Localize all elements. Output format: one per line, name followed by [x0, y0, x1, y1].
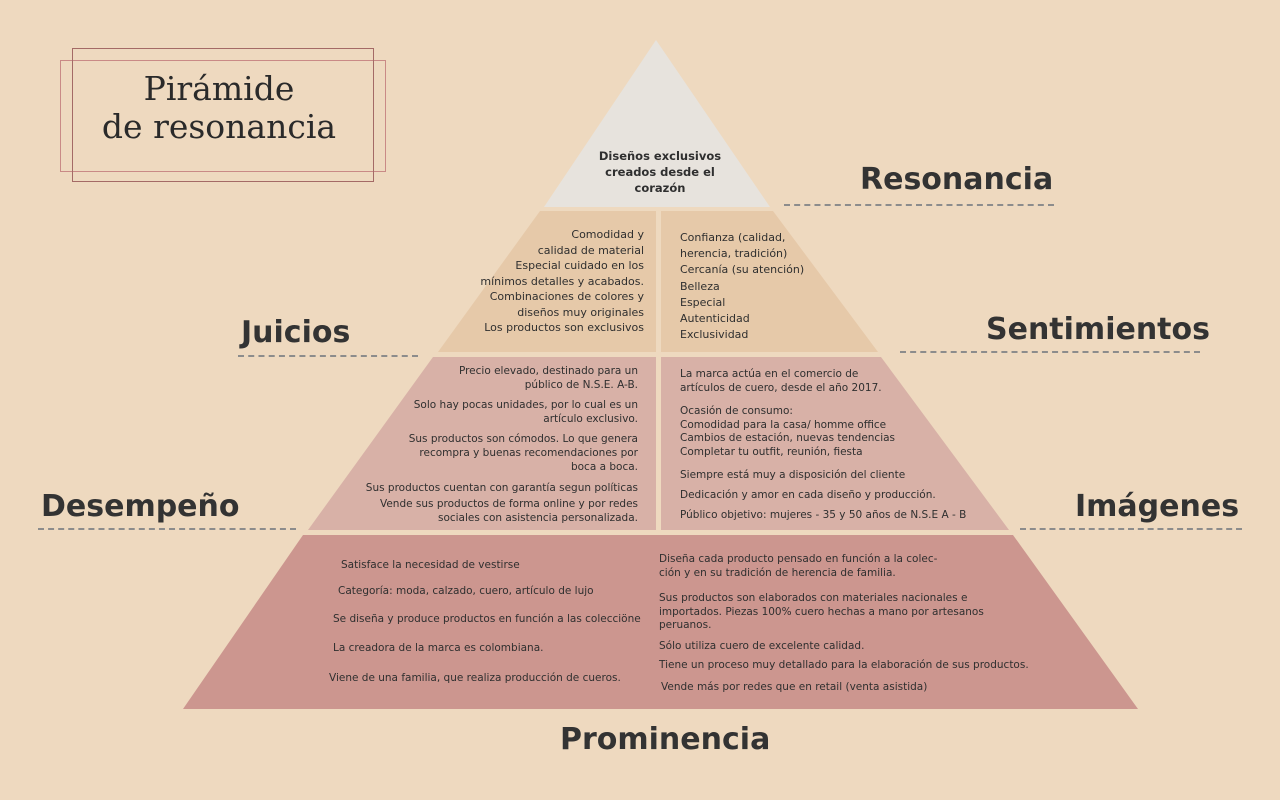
prominencia-right-item: Sus productos son elaborados con materia… — [659, 592, 968, 604]
desempeno-item: boca a boca. — [570, 461, 638, 473]
prominencia-right-item: Vende más por redes que en retail (venta… — [661, 680, 928, 693]
juicios-item: Los productos son exclusivos — [484, 321, 644, 334]
juicios-item: diseños muy originales — [517, 305, 644, 319]
imagenes-item: Ocasión de consumo: — [680, 405, 793, 417]
resonancia-line: Diseños exclusivos — [598, 149, 722, 163]
sentimientos-list: Confianza (calidad, herencia, tradición)… — [680, 230, 850, 343]
juicios-item: calidad de material — [537, 243, 644, 257]
pyramid-tier-resonancia — [544, 40, 770, 207]
desempeno-item: público de N.S.E. A-B. — [524, 379, 638, 391]
title-frame-border-inner — [72, 48, 374, 182]
pyramid-tier-juicios — [438, 211, 656, 352]
prominencia-right-list: Diseña cada producto pensado en función … — [659, 553, 1039, 694]
imagenes-item: artículos de cuero, desde el año 2017. — [680, 381, 882, 394]
prominencia-right-item: ción y en su tradición de herencia de fa… — [659, 566, 896, 579]
prominencia-left-line: Satisface la necesidad de vestirse — [341, 559, 520, 571]
imagenes-item: Público objetivo: mujeres - 35 y 50 años… — [680, 509, 967, 521]
juicios-list: Comodidad y calidad de material Especial… — [472, 227, 644, 336]
page-title: Pirámide de resonancia — [60, 70, 378, 146]
imagenes-list: La marca actúa en el comercio de artícul… — [680, 368, 996, 523]
pyramid-tier-imagenes — [661, 357, 1009, 530]
label-sentimientos: Sentimientos — [986, 312, 1210, 347]
sentimientos-item: Exclusividad — [680, 328, 749, 342]
title-frame-border-outer — [60, 60, 386, 172]
desempeno-item: Sus productos cuentan con garantía segun… — [365, 482, 638, 494]
label-juicios: Juicios — [241, 315, 351, 350]
title-line-1: Pirámide — [143, 69, 295, 108]
desempeno-item: sociales con asistencia personalizada. — [437, 512, 638, 524]
imagenes-item: Comodidad para la casa/ homme office — [680, 418, 887, 431]
prominencia-right-item: Diseña cada producto pensado en función … — [659, 553, 938, 565]
desempeno-item: Sus productos son cómodos. Lo que genera — [408, 433, 638, 445]
desempeno-item: Precio elevado, destinado para un — [458, 365, 638, 377]
prominencia-left-line: Categoría: moda, calzado, cuero, artícul… — [338, 585, 594, 597]
imagenes-item: Dedicación y amor en cada diseño y produ… — [680, 488, 936, 501]
prominencia-right-item: Sólo utiliza cuero de excelente calidad. — [659, 639, 865, 652]
sentimientos-item: Autenticidad — [680, 312, 750, 326]
prominencia-left-line: Viene de una familia, que realiza produc… — [329, 672, 621, 684]
prominencia-right-item: peruanos. — [659, 619, 712, 631]
prominencia-left-line: La creadora de la marca es colombiana. — [333, 642, 544, 654]
prominencia-right-item: Tiene un proceso muy detallado para la e… — [659, 659, 1029, 671]
desempeno-item: Vende sus productos de forma online y po… — [379, 498, 638, 510]
title-line-2: de resonancia — [101, 107, 337, 146]
imagenes-item: La marca actúa en el comercio de — [680, 368, 859, 380]
imagenes-item: Completar tu outfit, reunión, fiesta — [680, 445, 863, 458]
sentimientos-item: Cercanía (su atención) — [680, 263, 805, 277]
dash-resonancia — [784, 204, 1054, 206]
juicios-item: Comodidad y — [571, 228, 644, 241]
juicios-item: mínimos detalles y acabados. — [480, 274, 644, 288]
sentimientos-item: Belleza — [680, 279, 720, 293]
juicios-item: Especial cuidado en los — [515, 259, 644, 272]
prominencia-left-line: Se diseña y produce productos en función… — [333, 613, 641, 625]
prominencia-right-item: importados. Piezas 100% cuero hechas a m… — [659, 605, 984, 618]
title-frame: Pirámide de resonancia — [60, 48, 388, 186]
pyramid-tier-desempeno — [308, 357, 656, 530]
label-prominencia: Prominencia — [560, 722, 771, 757]
label-resonancia: Resonancia — [860, 162, 1054, 197]
sentimientos-item: herencia, tradición) — [680, 247, 788, 261]
pyramid-tier-prominencia — [183, 535, 1138, 709]
dash-imagenes — [1020, 528, 1242, 530]
desempeno-list: Precio elevado, destinado para un públic… — [336, 364, 638, 525]
dash-juicios — [238, 355, 418, 357]
desempeno-item: Solo hay pocas unidades, por lo cual es … — [413, 399, 638, 411]
imagenes-item: Cambios de estación, nuevas tendencias — [680, 432, 896, 444]
desempeno-item: artículo exclusivo. — [543, 413, 638, 425]
dash-desempeno — [38, 528, 296, 530]
juicios-item: Combinaciones de colores y — [489, 290, 644, 303]
sentimientos-item: Especial — [680, 295, 726, 309]
dash-sentimientos — [900, 351, 1200, 353]
resonancia-line: corazón — [634, 181, 686, 195]
imagenes-item: Siempre está muy a disposición del clien… — [680, 469, 906, 481]
label-desempeno: Desempeño — [41, 489, 240, 524]
pyramid-tier-sentimientos — [661, 211, 878, 352]
sentimientos-item: Confianza (calidad, — [680, 231, 786, 244]
label-imagenes: Imágenes — [1075, 489, 1240, 524]
desempeno-item: recompra y buenas recomendaciones por — [419, 447, 638, 459]
resonancia-line: creados desde el — [605, 165, 715, 179]
resonancia-text: Diseños exclusivos creados desde el cora… — [590, 148, 730, 196]
